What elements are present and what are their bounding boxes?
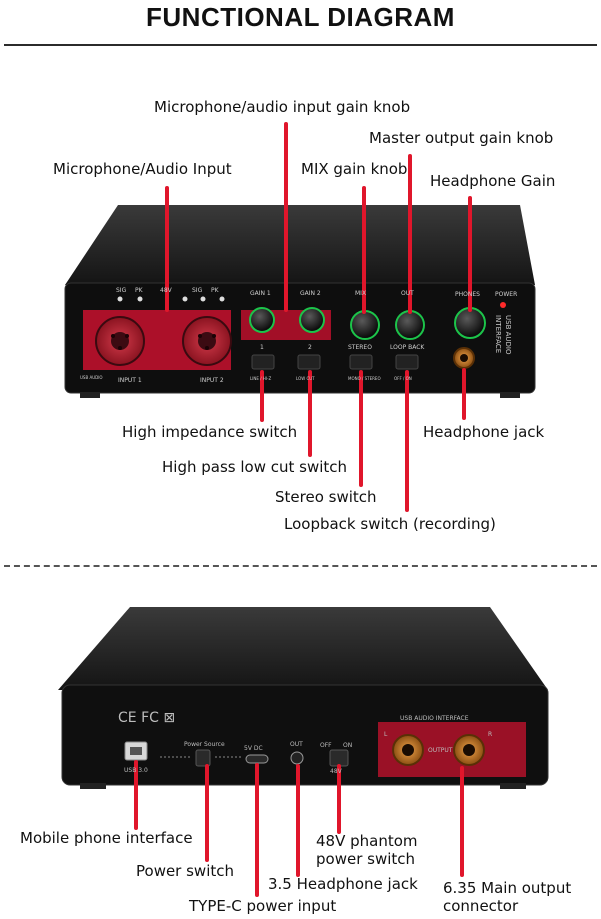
label-high-pass: High pass low cut switch — [162, 458, 348, 476]
panel-pk-2: PK — [211, 287, 220, 294]
front-callouts — [165, 122, 472, 512]
panel-switch-2: LOW CUT — [296, 376, 315, 381]
panel-output: OUTPUT — [428, 747, 453, 754]
panel-l: L — [384, 731, 388, 738]
panel-certs: CE FC ⊠ — [118, 710, 175, 726]
gain-1-knob-icon — [249, 307, 275, 333]
panel-loopback: LOOP BACK — [390, 344, 425, 351]
panel-48v-back: 48V — [330, 768, 343, 775]
panel-phones: PHONES — [455, 291, 480, 298]
panel-r: R — [488, 731, 492, 738]
panel-switch-1: LINE / HI-Z — [250, 376, 271, 381]
panel-5v-dc: 5V DC — [244, 745, 263, 752]
panel-out: OUT — [401, 290, 414, 297]
panel-interface: INTERFACE — [494, 315, 502, 353]
page-title: FUNCTIONAL DIAGRAM — [146, 2, 455, 32]
panel-stereo: STEREO — [348, 344, 372, 351]
label-stereo-switch: Stereo switch — [275, 488, 377, 506]
section-divider — [4, 565, 597, 567]
panel-gain-1: GAIN 1 — [250, 290, 271, 297]
panel-off: OFF — [320, 742, 332, 749]
panel-power-source: Power Source — [184, 741, 225, 748]
label-headphone-35: 3.5 Headphone jack — [268, 875, 418, 893]
label-mix-gain-knob: MIX gain knob — [301, 160, 408, 178]
label-mobile-interface: Mobile phone interface — [20, 829, 193, 847]
front-device — [64, 205, 536, 398]
panel-logo: USB AUDIO — [80, 375, 103, 380]
label-headphone-gain: Headphone Gain — [430, 172, 556, 190]
panel-usb-interface: USB AUDIO INTERFACE — [400, 715, 469, 722]
label-main-output: 6.35 Main output connector — [443, 879, 572, 915]
panel-on: ON — [343, 742, 352, 749]
panel-btn-1: 1 — [260, 344, 264, 351]
title-divider — [4, 44, 597, 46]
panel-input-1: INPUT 1 — [118, 377, 142, 384]
panel-btn-2: 2 — [308, 344, 312, 351]
label-high-impedance: High impedance switch — [122, 423, 298, 441]
panel-out-back: OUT — [290, 741, 303, 748]
label-master-gain-knob: Master output gain knob — [369, 129, 554, 147]
label-headphone-jack: Headphone jack — [423, 423, 545, 441]
phones-knob-icon — [454, 307, 486, 339]
panel-switch-4: OFF / ON — [394, 376, 412, 381]
panel-sig-1: SIG — [116, 287, 127, 294]
label-phantom-switch: 48V phantom power switch — [316, 832, 418, 868]
type-c-port-icon — [245, 754, 269, 764]
panel-gain-2: GAIN 2 — [300, 290, 321, 297]
panel-usb30: USB 3.0 — [124, 767, 148, 774]
gain-2-knob-icon — [299, 307, 325, 333]
label-power-switch: Power switch — [136, 862, 235, 880]
panel-usb-audio: USB AUDIO — [504, 315, 512, 355]
phantom-switch-icon — [329, 749, 349, 767]
panel-48v: 48V — [160, 287, 173, 294]
label-loopback-switch: Loopback switch (recording) — [284, 515, 496, 533]
mix-knob-icon — [350, 310, 380, 340]
panel-mix: MIX — [355, 290, 366, 297]
back-callouts — [134, 760, 464, 897]
label-typec-input: TYPE-C power input — [189, 897, 337, 915]
panel-input-2: INPUT 2 — [200, 377, 224, 384]
panel-power: POWER — [495, 291, 517, 298]
label-mic-gain-knob: Microphone/audio input gain knob — [154, 98, 411, 116]
out-knob-icon — [395, 310, 425, 340]
panel-sig-2: SIG — [192, 287, 203, 294]
panel-pk-1: PK — [135, 287, 144, 294]
headphone-35-jack-icon — [290, 751, 304, 765]
back-device — [58, 607, 549, 789]
label-mic-input: Microphone/Audio Input — [53, 160, 232, 178]
panel-switch-3: MONO / STEREO — [348, 376, 381, 381]
power-switch-icon — [195, 749, 211, 767]
